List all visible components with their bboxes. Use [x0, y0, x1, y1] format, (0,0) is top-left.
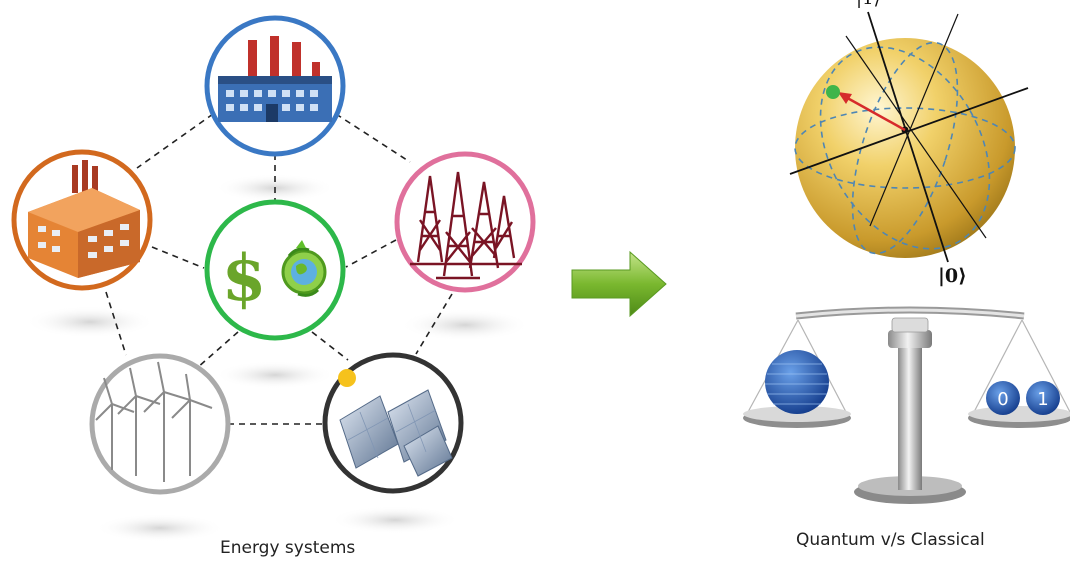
wind-node — [89, 353, 231, 495]
wind-turbine-icon — [95, 361, 213, 482]
bit-zero-ball — [986, 381, 1020, 415]
bit-one-label: 1 — [1037, 389, 1048, 410]
state-vector — [841, 93, 906, 132]
ket-zero-label: |0⟩ — [938, 265, 967, 287]
state-vector-arrowhead — [838, 92, 852, 104]
economy-environment-node-ring — [204, 199, 346, 341]
quantum-ball — [765, 350, 829, 414]
bit-one-ball — [1026, 381, 1060, 415]
factory-node — [204, 15, 346, 157]
wind-node-ring — [89, 353, 231, 495]
balance-scale — [743, 306, 1070, 504]
oil-rig-node — [394, 151, 536, 293]
dollar-symbol: $ — [222, 241, 267, 316]
solar-node — [322, 352, 464, 494]
right-arrow-icon — [571, 250, 667, 318]
bloch-sphere-axes — [789, 11, 1029, 263]
node-shadows — [25, 174, 530, 542]
economy-environment-node: $ — [204, 199, 346, 341]
network-connections — [105, 113, 453, 425]
oil-derrick-icon — [410, 171, 522, 280]
dollar-earth-icon: $ — [222, 240, 327, 316]
state-point — [826, 85, 840, 99]
industry-node — [11, 149, 153, 291]
bit-zero-label: 0 — [997, 389, 1008, 410]
factory-icon — [218, 36, 332, 122]
solar-panel-icon — [338, 369, 453, 477]
energy-systems-caption: Energy systems — [220, 538, 356, 558]
quantum-classical-caption: Quantum v/s Classical — [796, 530, 985, 550]
bloch-sphere-grid — [794, 41, 1016, 255]
bloch-sphere — [789, 11, 1029, 263]
bloch-sphere-body — [795, 38, 1015, 258]
industrial-building-icon — [28, 160, 140, 278]
ket-one-label: |1⟩ — [856, 0, 881, 9]
